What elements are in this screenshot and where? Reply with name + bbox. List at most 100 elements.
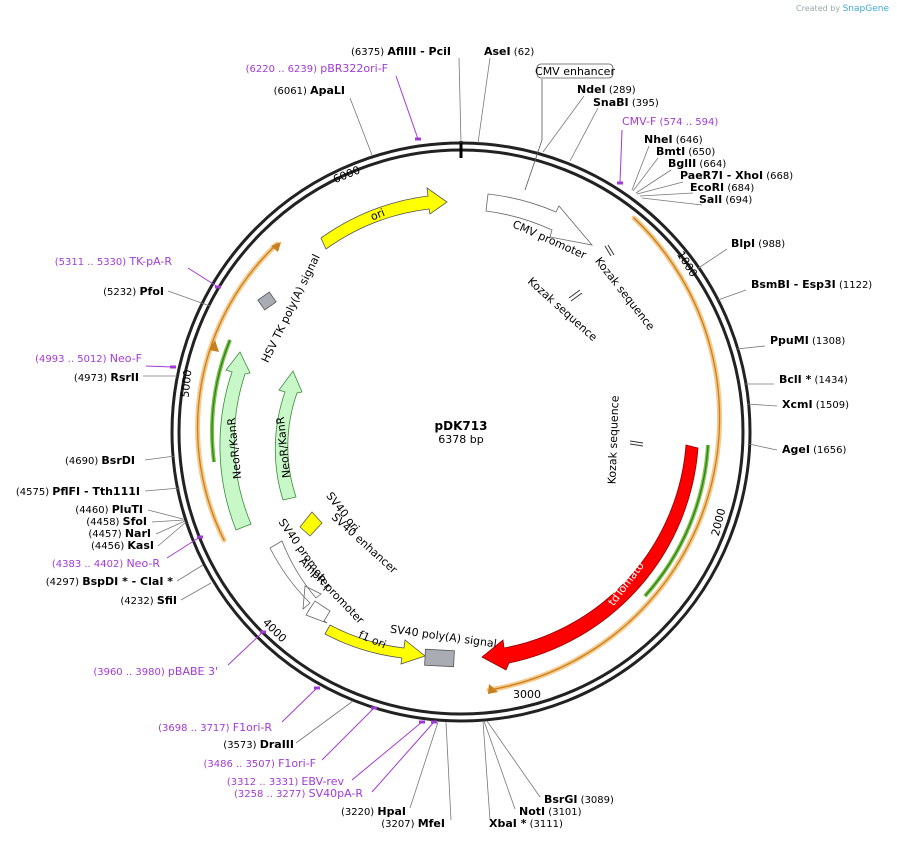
primer-f1ori-f[interactable]: (3486 .. 3507) F1ori-F [203, 706, 377, 771]
site-label: (3207) MfeI [381, 817, 445, 830]
site-sfii[interactable]: (4232) SfiI [120, 582, 212, 607]
site-agei[interactable]: AgeI (1656) [748, 443, 847, 456]
site-leader-line [349, 97, 373, 156]
site-name: NheI [644, 133, 673, 146]
sv40-ori-feature[interactable] [299, 511, 323, 537]
primer-pbabe-3[interactable]: (3960 .. 3980) pBABE 3' [93, 630, 266, 679]
primer-neo-f[interactable]: (4993 .. 5012) Neo-F [35, 352, 176, 369]
site-nhei[interactable]: NheI (646) [631, 133, 703, 191]
site-bsrdi[interactable]: (4690) BsrDI [65, 454, 176, 467]
site-position: (3089) [577, 795, 614, 806]
site-snabi[interactable]: SnaBI (395) [569, 96, 659, 162]
site-label: BglII (664) [668, 157, 726, 170]
sv40-polya-feature[interactable] [424, 648, 455, 668]
site-bglii[interactable]: BglII (664) [635, 157, 726, 194]
primer-tk-pa-r[interactable]: (5311 .. 5330) TK-pA-R [55, 255, 221, 289]
cmv-promoter-feature[interactable] [485, 193, 594, 246]
ori-feature[interactable] [320, 187, 448, 250]
ampr-promoter-feature[interactable] [305, 600, 331, 624]
primer-name: F1ori-F [278, 757, 316, 770]
site-ppumi[interactable]: PpuMI (1308) [736, 334, 846, 350]
neokanr-label-2: NeoR/KanR [274, 416, 293, 479]
primer-leader-line [145, 365, 174, 368]
site-xcmi[interactable]: XcmI (1509) [746, 398, 849, 411]
site-pfoi[interactable]: (5232) PfoI [103, 285, 211, 307]
site-bcli[interactable]: BclI * (1434) [744, 373, 848, 386]
site-sali[interactable]: SalI (694) [641, 193, 752, 206]
site-blpi[interactable]: BlpI (988) [696, 237, 785, 270]
site-name: HpaI [377, 805, 406, 818]
site-asei[interactable]: AseI (62) [477, 45, 535, 144]
primer-pbr322ori-f[interactable]: (6220 .. 6239) pBR322ori-F [246, 62, 421, 141]
neokanr-inner-feature[interactable] [274, 370, 303, 501]
primer-label: (3960 .. 3980) pBABE 3' [93, 665, 218, 678]
site-hpai[interactable]: (3220) HpaI [341, 721, 439, 818]
site-leader-line [641, 197, 703, 206]
site-name: PluTI [112, 503, 143, 516]
primer-range: (5311 .. 5330) [55, 257, 130, 268]
primers: (6220 .. 6239) pBR322ori-F CMV-F (574 .. … [35, 62, 718, 800]
primer-sv40pa-r[interactable]: (3258 .. 3277) SV40pA-R [234, 720, 437, 801]
primer-marker [431, 720, 437, 724]
site-name: NotI [519, 805, 545, 818]
site-label: (4458) SfoI [86, 515, 147, 528]
site-position: (668) [763, 171, 793, 182]
site-leader-line [445, 721, 452, 821]
site-apali[interactable]: (6061) ApaLI [274, 84, 373, 156]
primer-name: TK-pA-R [128, 255, 172, 268]
primer-label: (3258 .. 3277) SV40pA-R [234, 787, 363, 800]
site-position: (289) [606, 85, 636, 96]
site-position: (3220) [341, 807, 377, 818]
site-name: DraIII [260, 738, 294, 751]
site-name: BmtI [656, 145, 685, 158]
site-pflfi-tth111i[interactable]: (4575) PflFI - Tth111I [16, 485, 181, 498]
plasmid-size: 6378 bp [438, 433, 483, 446]
site-afliii-pcii[interactable]: (6375) AflIII - PciI [351, 45, 462, 144]
site-label: (3573) DraIII [223, 738, 294, 751]
tick-label: 5000 [179, 369, 195, 398]
site-position: (1656) [810, 445, 847, 456]
site-position: (395) [629, 98, 659, 109]
primer-leader-line [395, 75, 419, 140]
site-label: NotI (3101) [519, 805, 582, 818]
site-leader-line [477, 57, 491, 144]
site-draiii[interactable]: (3573) DraIII [223, 700, 354, 751]
site-paer7i-xhoi[interactable]: PaeR7I - XhoI (668) [636, 169, 793, 195]
site-leader-line [486, 720, 541, 798]
site-rsrii[interactable]: (4973) RsrII [74, 371, 177, 384]
primer-range: (574 .. 594) [656, 117, 718, 128]
primer-f1ori-r[interactable]: (3698 .. 3717) F1ori-R [158, 686, 320, 735]
neokanr-outer-feature[interactable] [219, 351, 252, 531]
f1-ori-feature[interactable] [324, 624, 426, 665]
site-name: PflFI - Tth111I [52, 485, 140, 498]
primer-range: (3312 .. 3331) [227, 777, 302, 788]
site-sfoi[interactable]: (4458) SfoI [86, 515, 185, 528]
site-name: BclI * [779, 373, 812, 386]
site-name: BsrGI [544, 793, 577, 806]
site-noti[interactable]: NotI (3101) [483, 720, 582, 818]
site-ndei[interactable]: NdeI (289) [542, 83, 636, 153]
site-pluti[interactable]: (4460) PluTI [75, 503, 184, 520]
site-ecori[interactable]: EcoRI (684) [639, 181, 754, 197]
primer-neo-r[interactable]: (4383 .. 4402) Neo-R [52, 535, 203, 571]
primer-cmv-f[interactable]: CMV-F (574 .. 594) [617, 115, 718, 185]
site-bmti[interactable]: BmtI (650) [632, 145, 715, 192]
site-name: ApaLI [310, 84, 345, 97]
hsv-tk-feature[interactable] [257, 291, 277, 311]
site-xbai[interactable]: XbaI * (3111) [482, 720, 563, 830]
site-bsmbi-esp3i[interactable]: BsmBI - Esp3I (1122) [717, 278, 872, 301]
site-mfei[interactable]: (3207) MfeI [381, 721, 452, 830]
sv40-promoter-feature[interactable] [269, 540, 322, 610]
primer-range: (3960 .. 3980) [93, 667, 168, 678]
tdtomato-feature[interactable] [481, 444, 699, 671]
site-bspdi-clai[interactable]: (4297) BspDI * - ClaI * [46, 564, 204, 588]
site-nari[interactable]: (4457) NarI [88, 520, 186, 540]
primer-ebv-rev[interactable]: (3312 .. 3331) EBV-rev [227, 720, 425, 789]
site-name: EcoRI [690, 181, 724, 194]
site-position: (1308) [809, 336, 846, 347]
site-name: PfoI [140, 285, 165, 298]
site-bsrgi[interactable]: BsrGI (3089) [486, 720, 614, 806]
site-position: (62) [511, 47, 535, 58]
site-leader-line [167, 290, 211, 307]
site-kasi[interactable]: (4456) KasI [91, 521, 187, 552]
